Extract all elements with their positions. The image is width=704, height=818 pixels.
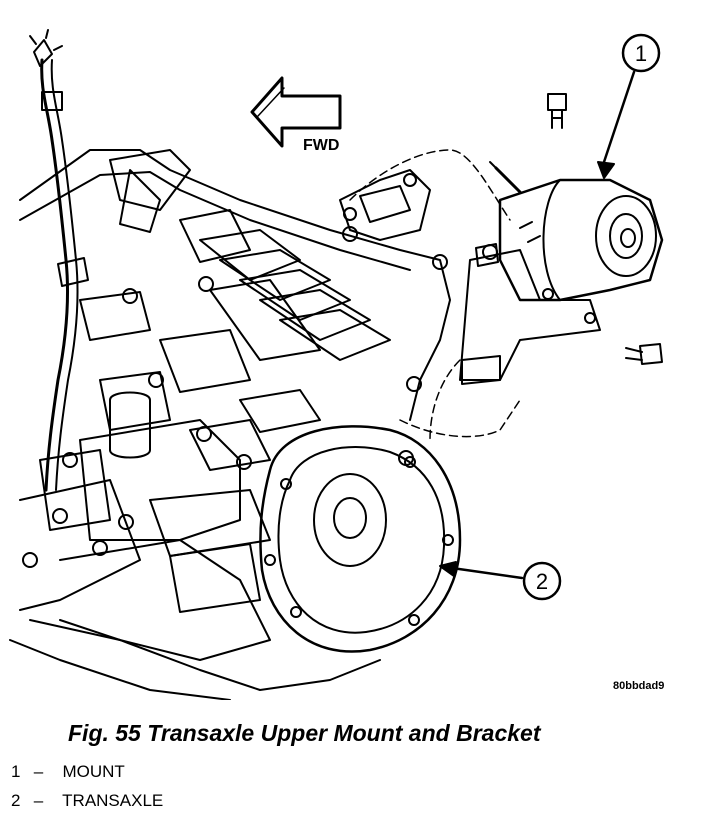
legend-number: 1 — [11, 762, 21, 781]
figure-caption: Fig. 55 Transaxle Upper Mount and Bracke… — [68, 720, 541, 746]
image-code: 80bbdad9 — [613, 680, 664, 692]
transaxle-body — [9, 149, 451, 700]
legend-item-transaxle: 2 – TRANSAXLE — [11, 791, 163, 811]
callout-1-circle — [621, 33, 661, 73]
legend-item-mount: 1 – MOUNT — [11, 762, 125, 782]
forward-arrow-icon — [250, 76, 342, 148]
wiring-harness — [29, 29, 89, 492]
legend-label: TRANSAXLE — [62, 791, 164, 810]
bell-housing — [259, 425, 462, 653]
legend-label: MOUNT — [62, 762, 125, 781]
transaxle-mount-diagram: 1 2 FWD 80bbdad9 — [9, 29, 664, 700]
upper-bracket — [339, 169, 431, 241]
leader-arrows — [439, 70, 636, 580]
callout-1-label: 1 — [635, 41, 647, 66]
fwd-label: FWD — [303, 137, 339, 154]
callout-2-circle — [522, 561, 562, 601]
callout-2-label: 2 — [536, 569, 548, 594]
mount-bolts — [475, 93, 663, 365]
legend-number: 2 — [11, 791, 21, 810]
legend-separator: – — [33, 791, 44, 810]
alignment-lines — [349, 149, 521, 441]
mount-assembly — [459, 178, 664, 385]
legend-separator: – — [33, 762, 44, 781]
